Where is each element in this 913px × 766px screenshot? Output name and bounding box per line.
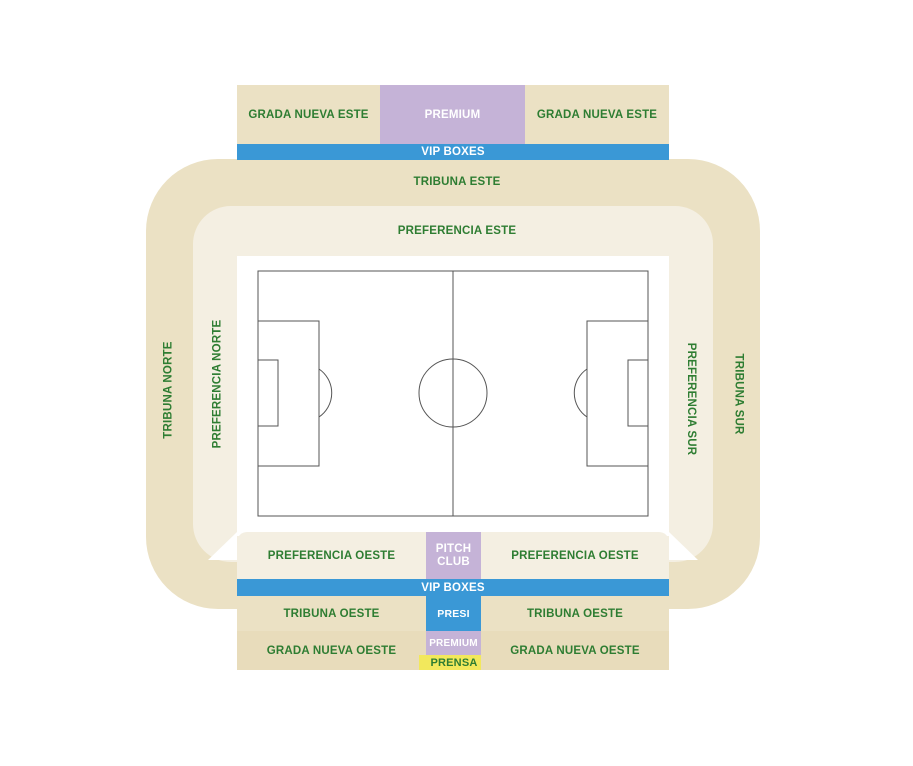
section-tribuna-este[interactable]: TRIBUNA ESTE xyxy=(337,172,577,192)
section-label: PREMIUM xyxy=(424,108,481,121)
section-grada-nueva-oeste-right[interactable]: GRADA NUEVA OESTE xyxy=(481,631,669,670)
section-label: GRADA NUEVA ESTE xyxy=(248,108,369,121)
center-circle xyxy=(418,358,488,428)
section-vip-boxes-top[interactable]: VIP BOXES xyxy=(237,144,669,160)
section-preferencia-oeste-right[interactable]: PREFERENCIA OESTE xyxy=(481,532,669,579)
section-label: PITCH CLUB xyxy=(435,542,472,568)
section-label: TRIBUNA SUR xyxy=(732,353,744,435)
section-label: GRADA NUEVA OESTE xyxy=(510,644,640,657)
goal-area-left xyxy=(257,359,279,427)
section-label: PREFERENCIA NORTE xyxy=(210,319,223,449)
penalty-arc-right xyxy=(573,368,588,418)
section-label: PRESI xyxy=(437,607,470,620)
section-grada-nueva-oeste-left[interactable]: GRADA NUEVA OESTE xyxy=(237,631,426,670)
section-label: GRADA NUEVA ESTE xyxy=(536,108,658,121)
section-label: PREFERENCIA OESTE xyxy=(267,549,396,562)
section-tribuna-oeste-left[interactable]: TRIBUNA OESTE xyxy=(237,596,426,631)
section-vip-boxes-bottom[interactable]: VIP BOXES xyxy=(237,579,669,596)
section-premium-bottom[interactable]: PREMIUM xyxy=(426,631,481,655)
section-preferencia-norte[interactable]: PREFERENCIA NORTE xyxy=(147,320,287,449)
section-label: PREFERENCIA ESTE xyxy=(397,225,517,237)
section-grada-nueva-este-right[interactable]: GRADA NUEVA ESTE xyxy=(525,85,669,144)
goal-area-right xyxy=(627,359,649,427)
section-label: VIP BOXES xyxy=(421,146,485,158)
section-prensa[interactable]: PRENSA xyxy=(419,655,489,670)
section-presi[interactable]: PRESI xyxy=(426,596,481,631)
section-label: GRADA NUEVA OESTE xyxy=(266,644,397,657)
section-label: PREMIUM xyxy=(429,637,478,649)
section-preferencia-oeste-left[interactable]: PREFERENCIA OESTE xyxy=(237,532,426,579)
section-label: PRENSA xyxy=(430,656,478,669)
section-label: VIP BOXES xyxy=(421,581,485,594)
section-preferencia-este[interactable]: PREFERENCIA ESTE xyxy=(337,221,577,241)
section-tribuna-oeste-right[interactable]: TRIBUNA OESTE xyxy=(481,596,669,631)
penalty-arc-left xyxy=(318,368,333,418)
section-premium-top[interactable]: PREMIUM xyxy=(380,85,525,144)
section-tribuna-sur[interactable]: TRIBUNA SUR xyxy=(678,354,798,435)
section-pitch-club[interactable]: PITCH CLUB xyxy=(426,532,481,579)
section-label: TRIBUNA OESTE xyxy=(526,607,624,620)
section-label: TRIBUNA ESTE xyxy=(413,176,501,188)
section-label: PREFERENCIA OESTE xyxy=(511,549,639,562)
section-grada-nueva-este-left[interactable]: GRADA NUEVA ESTE xyxy=(237,85,380,144)
section-label: TRIBUNA OESTE xyxy=(283,607,380,620)
